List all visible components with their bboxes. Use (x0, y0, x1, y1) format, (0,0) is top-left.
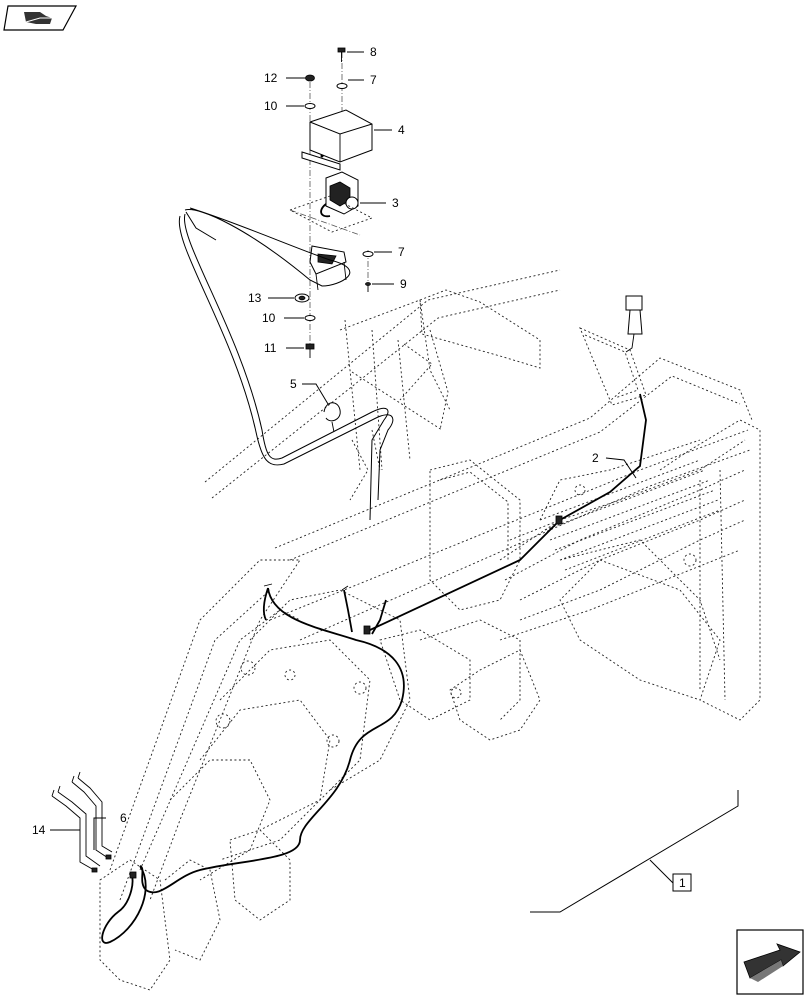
exploded-parts (178, 47, 394, 521)
callout-12: 12 (264, 71, 278, 85)
cover-part-4 (301, 109, 373, 171)
bolt-part-11 (305, 343, 315, 358)
callout-7-top: 7 (370, 73, 377, 87)
pigtail-harness (51, 771, 113, 873)
callout-11: 11 (264, 341, 277, 355)
upper-frame (204, 269, 561, 501)
washer-part-10-top (304, 103, 316, 109)
washer-part-7-lower (362, 251, 374, 257)
callout-6: 6 (120, 811, 127, 825)
callout-7-lower: 7 (398, 245, 405, 259)
callout-4: 4 (398, 123, 405, 137)
callout-13: 13 (248, 291, 262, 305)
callout-9: 9 (400, 277, 407, 291)
right-bracket (579, 295, 647, 406)
bolt-part-8 (337, 47, 346, 62)
leader-lines (50, 51, 739, 913)
book-hand-icon[interactable] (3, 5, 78, 31)
callout-3: 3 (392, 196, 399, 210)
wiring-harness (101, 393, 647, 944)
washer-part-7-top (336, 83, 348, 89)
callout-14: 14 (32, 823, 46, 837)
cable-tie-part-5 (323, 402, 341, 433)
callout-1: 1 (679, 876, 686, 890)
switch-part-3 (320, 171, 359, 218)
mount-bracket (309, 245, 347, 291)
callout-labels: 8 7 12 10 4 3 7 9 13 10 11 5 2 6 14 1 (32, 45, 692, 892)
screw-part-9 (365, 282, 371, 292)
callout-10-lower: 10 (262, 311, 276, 325)
nut-part-12 (305, 74, 315, 82)
washer-part-10-lower (304, 315, 316, 321)
callout-5: 5 (290, 377, 297, 391)
callout-1-box (672, 873, 692, 892)
callout-8: 8 (370, 45, 377, 59)
next-page-arrow-icon[interactable] (736, 929, 804, 995)
callout-2: 2 (592, 451, 599, 465)
callout-10-top: 10 (264, 99, 278, 113)
baler-frame (99, 357, 761, 991)
